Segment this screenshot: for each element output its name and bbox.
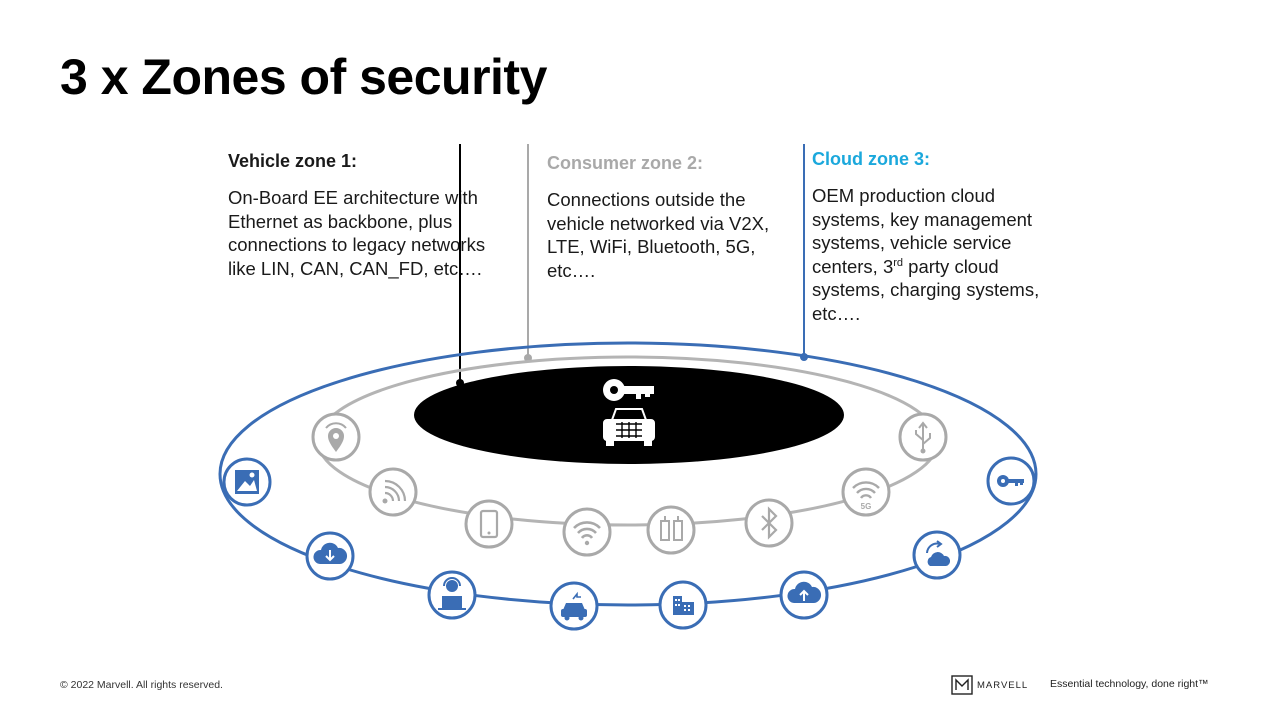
vehicle-zone-heading: Vehicle zone 1: [228,151,358,171]
consumer-zone-text: Consumer zone 2: Connections outside the… [547,153,807,282]
vehicle-zone-core [414,366,844,464]
fiveg-label: 5G [861,502,872,511]
vehicle-zone-text: Vehicle zone 1: On-Board EE architecture… [228,151,488,280]
ev-charging-car-icon [549,581,599,631]
cloud-zone-heading: Cloud zone 3: [812,149,930,169]
consumer-icons: 5G [311,412,948,557]
page-title: 3 x Zones of security [60,49,547,105]
usb-connector-icon [646,505,696,555]
usb-icon [898,412,948,462]
building-icon [658,580,708,630]
marvell-logo-icon [951,675,973,695]
cloud-download-icon [305,531,355,581]
cloud-icons [222,456,1036,631]
key-icon [986,456,1036,506]
wifi-icon [562,507,612,557]
car-circuit-icon [603,408,655,446]
wifi-5g-icon: 5G [841,467,891,517]
key-icon [603,379,654,401]
service-agent-icon [427,570,477,620]
cloud-zone-description: OEM production cloud systems, key manage… [812,185,1040,324]
copyright: © 2022 Marvell. All rights reserved. [60,679,223,691]
tagline: Essential technology, done right™ [1050,678,1209,690]
vehicle-zone-description: On-Board EE architecture with Ethernet a… [228,187,486,279]
cloud-sync-icon [912,530,962,580]
consumer-zone-description: Connections outside the vehicle networke… [547,189,770,281]
brand-name: MARVELL [977,679,1029,691]
marvell-logo: MARVELL [951,675,1028,695]
smartphone-icon [464,499,514,549]
cloud-zone-ring [218,341,1038,607]
cloud-zone-text: Cloud zone 3: OEM production cloud syste… [812,149,1072,325]
image-icon [222,457,272,507]
consumer-zone-heading: Consumer zone 2: [547,153,704,173]
signal-icon [368,467,418,517]
bluetooth-icon [744,498,794,548]
cloud-upload-icon [779,570,829,620]
location-signal-icon [311,412,361,462]
